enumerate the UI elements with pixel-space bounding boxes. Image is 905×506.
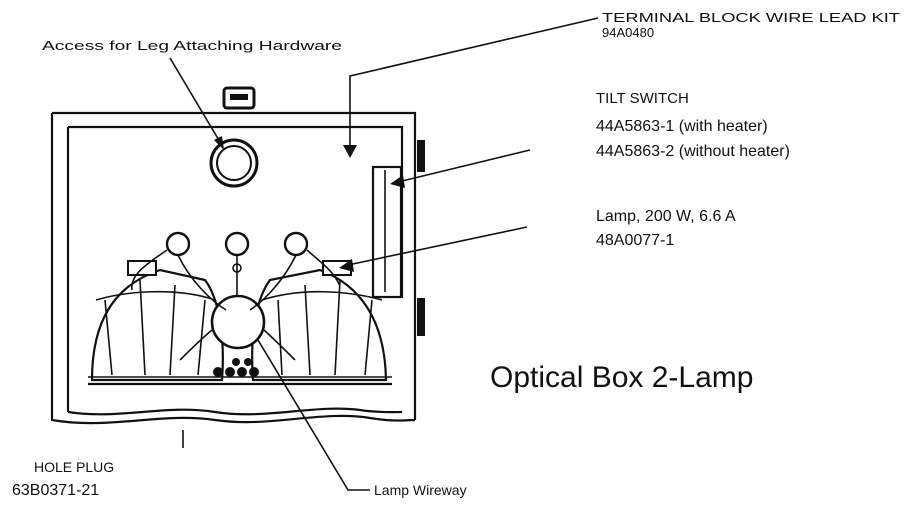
label-terminal-kit-part: 94A0480 [602,25,654,40]
terminal-block [213,358,259,377]
label-hole-plug-part: 63B0371-21 [12,482,99,499]
lamp-right [251,260,388,382]
leader-lamp-wireway [257,339,370,491]
right-tab-bottom [417,298,425,336]
lamp-wires [131,249,341,361]
access-hole [209,138,259,188]
label-tilt-switch-part2: 44A5863-2 (without heater) [596,143,790,160]
leader-lamp [339,226,528,272]
wireway-circle [210,294,266,350]
label-lamp-wireway: Lamp Wireway [374,482,467,498]
tilt-switch-panel [371,165,403,299]
leader-terminal-kit [343,17,599,158]
label-hole-plug-title: HOLE PLUG [34,459,114,475]
diagram-title: Optical Box 2-Lamp [490,361,753,394]
top-handle [222,86,256,110]
label-tilt-switch-part1: 44A5863-1 (with heater) [596,118,768,135]
label-lamp-part: 48A0077-1 [596,232,674,249]
right-tab-top [417,140,425,172]
leader-access [169,57,224,150]
label-tilt-switch-title: TILT SWITCH [596,90,689,107]
box-outer-outline [50,111,417,425]
label-lamp-title: Lamp, 200 W, 6.6 A [596,208,736,225]
lamp-left [90,260,224,382]
label-access: Access for Leg Attaching Hardware [42,38,342,53]
leader-tilt-switch [390,149,531,188]
label-terminal-kit-title: TERMINAL BLOCK WIRE LEAD KIT [602,10,900,25]
